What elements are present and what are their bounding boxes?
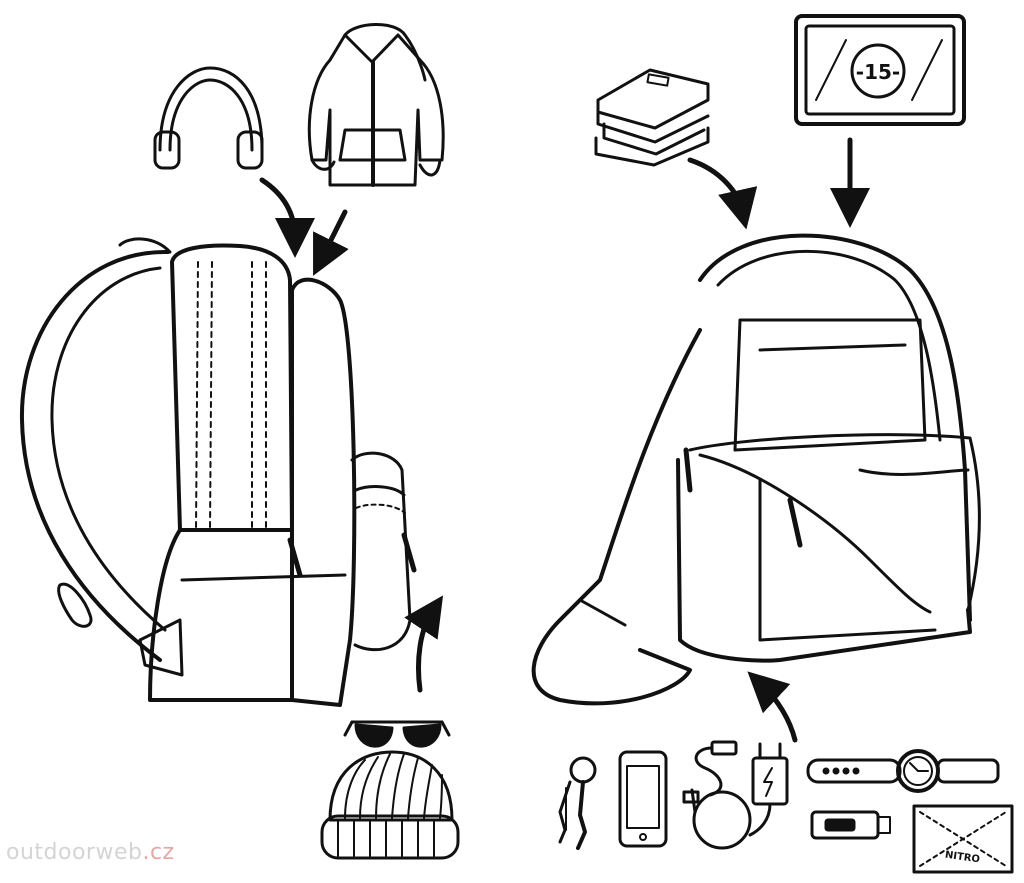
smartphone-icon bbox=[618, 750, 668, 848]
laptop-icon bbox=[794, 14, 966, 126]
beanie-icon bbox=[320, 750, 460, 860]
usb-drive-icon bbox=[810, 810, 891, 840]
charger-icon bbox=[748, 742, 789, 837]
right-backpack bbox=[531, 233, 981, 706]
watermark-suffix: .cz bbox=[142, 840, 175, 865]
hoodie-icon bbox=[307, 23, 445, 187]
charging-cable-icon bbox=[682, 740, 752, 850]
arrows bbox=[259, 137, 870, 743]
watermark-main: outdoorweb bbox=[6, 840, 143, 865]
headphones-icon bbox=[153, 66, 264, 170]
watch-icon bbox=[806, 749, 1000, 793]
watermark: outdoorweb.cz bbox=[6, 840, 175, 865]
sunglasses-icon bbox=[343, 720, 451, 748]
left-backpack bbox=[19, 237, 417, 707]
wallet-logo-text: NITRO bbox=[944, 850, 980, 866]
laptop-badge-text: -15- bbox=[856, 60, 900, 84]
wallet-icon bbox=[912, 804, 1014, 874]
keys-icon bbox=[558, 756, 597, 850]
books-icon bbox=[594, 68, 710, 167]
